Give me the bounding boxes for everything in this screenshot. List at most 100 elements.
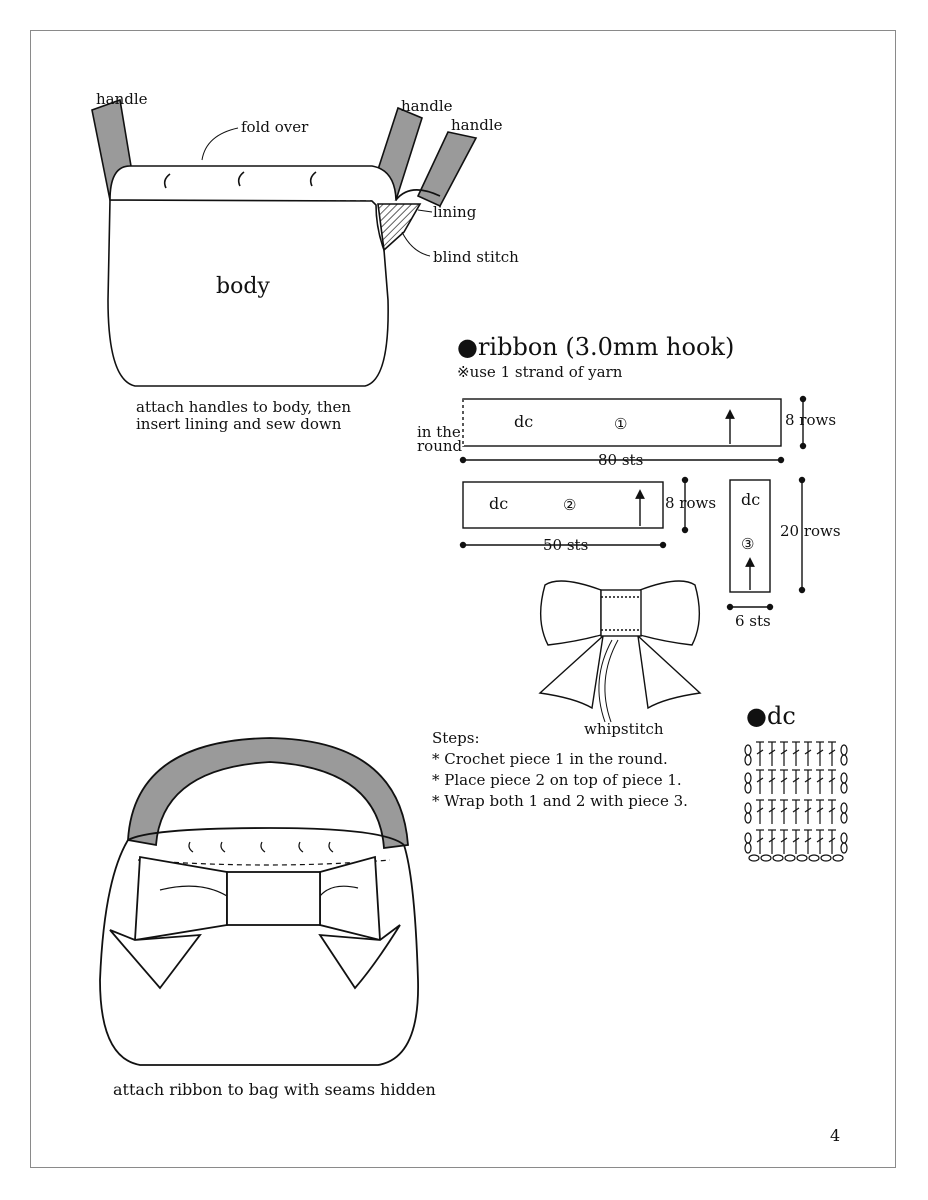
dc-stitch-tick <box>768 749 776 755</box>
steps-block: Steps: * Crochet piece 1 in the round. *… <box>432 728 688 812</box>
piece2-width: 50 sts <box>543 536 589 554</box>
label-fold-over: fold over <box>241 118 309 136</box>
caption-bottom: attach ribbon to bag with seams hidden <box>113 1080 436 1099</box>
step-item-3: * Wrap both 1 and 2 with piece 3. <box>432 792 688 810</box>
dc-stitch-tick <box>828 807 836 813</box>
piece2-number: ② <box>563 496 577 514</box>
caption-top-line1: attach handles to body, then <box>136 398 352 416</box>
dc-stitch-chart <box>744 741 848 862</box>
bag-body-diagram <box>91 98 478 387</box>
turning-chain <box>744 754 752 766</box>
piece1-rows: 8 rows <box>785 411 837 429</box>
turning-chain <box>744 832 752 844</box>
dc-stitch-tick <box>780 777 788 783</box>
dc-stitch-tick <box>828 777 836 783</box>
dc-stitch-tick <box>828 837 836 843</box>
piece1-width: 80 sts <box>598 451 644 469</box>
dc-stitch-tick <box>804 749 812 755</box>
turning-chain <box>840 832 848 844</box>
piece2-rows: 8 rows <box>665 494 717 512</box>
in-the-round-1: in the <box>417 423 461 441</box>
turning-chain <box>744 772 752 784</box>
foundation-chain <box>820 854 832 862</box>
label-body: body <box>216 274 270 299</box>
dc-stitch-tick <box>780 837 788 843</box>
dc-stitch-tick <box>756 807 764 813</box>
label-blind-stitch: blind stitch <box>433 248 519 266</box>
dc-stitch-tick <box>792 749 800 755</box>
dc-stitch-tick <box>792 807 800 813</box>
piece2-stitch: dc <box>489 494 509 513</box>
dc-stitch-tick <box>780 807 788 813</box>
turning-chain <box>840 772 848 784</box>
dc-stitch-tick <box>792 777 800 783</box>
label-lining: lining <box>433 203 477 221</box>
lining-hatch <box>377 203 422 252</box>
label-handle-right-1: handle <box>401 97 453 115</box>
bag-outline <box>99 839 419 1066</box>
piece1-number: ① <box>614 415 628 433</box>
piece3-stitch: dc <box>741 490 761 509</box>
turning-chain <box>840 812 848 824</box>
steps-heading: Steps: <box>432 729 480 747</box>
turning-chain <box>744 744 752 756</box>
dc-chart-title-text: dc <box>766 702 796 730</box>
in-the-round-2: round <box>417 437 463 455</box>
turning-chain <box>840 744 848 756</box>
ribbon-title-text: ribbon (3.0mm hook) <box>477 333 735 361</box>
dc-chart-title: ●dc <box>746 702 796 730</box>
piece3-rows: 20 rows <box>780 522 841 540</box>
foundation-chain <box>772 854 784 862</box>
dc-stitch-tick <box>756 749 764 755</box>
dc-stitch-tick <box>768 807 776 813</box>
piece1-stitch: dc <box>514 412 534 431</box>
dc-stitch-tick <box>816 837 824 843</box>
dc-stitch-tick <box>768 777 776 783</box>
foundation-chain <box>784 854 796 862</box>
piece3-width: 6 sts <box>735 612 771 630</box>
dc-stitch-tick <box>792 837 800 843</box>
turning-chain <box>840 802 848 814</box>
turning-chain <box>840 754 848 766</box>
dc-stitch-tick <box>768 837 776 843</box>
right-handle-back <box>416 131 478 208</box>
turning-chain <box>744 802 752 814</box>
turning-chain <box>744 842 752 854</box>
label-handle-right-2: handle <box>451 116 503 134</box>
dc-stitch-tick <box>804 777 812 783</box>
bag-handle <box>127 737 409 850</box>
label-handle-left: handle <box>96 90 148 108</box>
foundation-chain <box>832 854 844 862</box>
dc-stitch-tick <box>816 807 824 813</box>
foundation-chain <box>796 854 808 862</box>
turning-chain <box>840 782 848 794</box>
turning-chain <box>744 812 752 824</box>
turning-chain <box>840 842 848 854</box>
dc-stitch-tick <box>816 749 824 755</box>
label-whipstitch: whipstitch <box>584 720 664 738</box>
dc-stitch-tick <box>756 837 764 843</box>
ribbon-title: ●ribbon (3.0mm hook) <box>457 333 735 361</box>
dc-stitch-tick <box>756 777 764 783</box>
ribbon-pieces <box>459 395 807 611</box>
dc-stitch-tick <box>816 777 824 783</box>
foundation-chain <box>760 854 772 862</box>
step-item-1: * Crochet piece 1 in the round. <box>432 750 668 768</box>
caption-top-line2: insert lining and sew down <box>136 415 342 433</box>
finished-bag <box>99 737 419 1066</box>
foundation-chain <box>808 854 820 862</box>
turning-chain <box>744 782 752 794</box>
yarn-note: ※use 1 strand of yarn <box>457 363 623 381</box>
piece2-rect <box>462 481 664 529</box>
fold-over-band <box>109 165 397 201</box>
bag-body-outline <box>107 199 389 387</box>
page-number: 4 <box>830 1126 841 1145</box>
dc-stitch-tick <box>780 749 788 755</box>
piece1-rect <box>462 398 782 447</box>
step-item-2: * Place piece 2 on top of piece 1. <box>432 771 682 789</box>
foundation-chain <box>748 854 760 862</box>
dc-stitch-tick <box>828 749 836 755</box>
piece3-number: ③ <box>741 535 755 553</box>
dc-stitch-tick <box>804 807 812 813</box>
